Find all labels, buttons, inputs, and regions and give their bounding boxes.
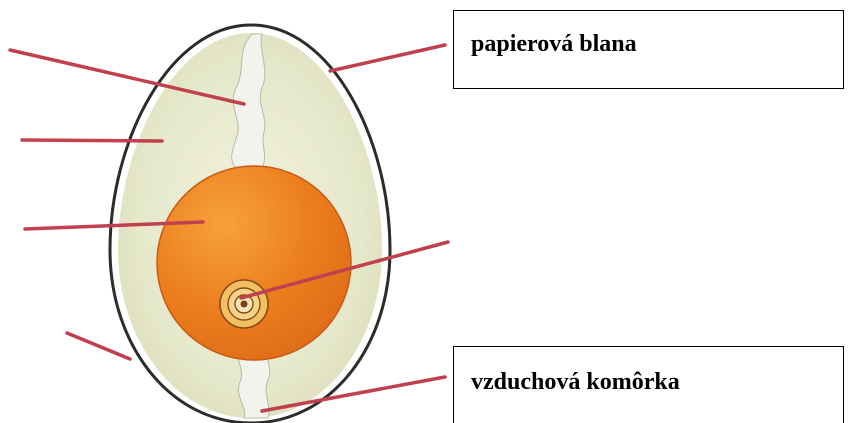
egg-yolk xyxy=(157,166,351,360)
pointer-line-albumen xyxy=(22,140,162,141)
label-box-shell-membrane: papierová blana xyxy=(453,10,844,89)
label-air-cell: vzduchová komôrka xyxy=(471,369,680,396)
label-box-air-cell: vzduchová komôrka xyxy=(453,346,844,423)
pointer-line-shell xyxy=(67,333,130,359)
label-shell-membrane: papierová blana xyxy=(471,31,637,58)
germinal-disc xyxy=(220,280,268,328)
pointer-line-shell-membrane xyxy=(330,45,445,71)
